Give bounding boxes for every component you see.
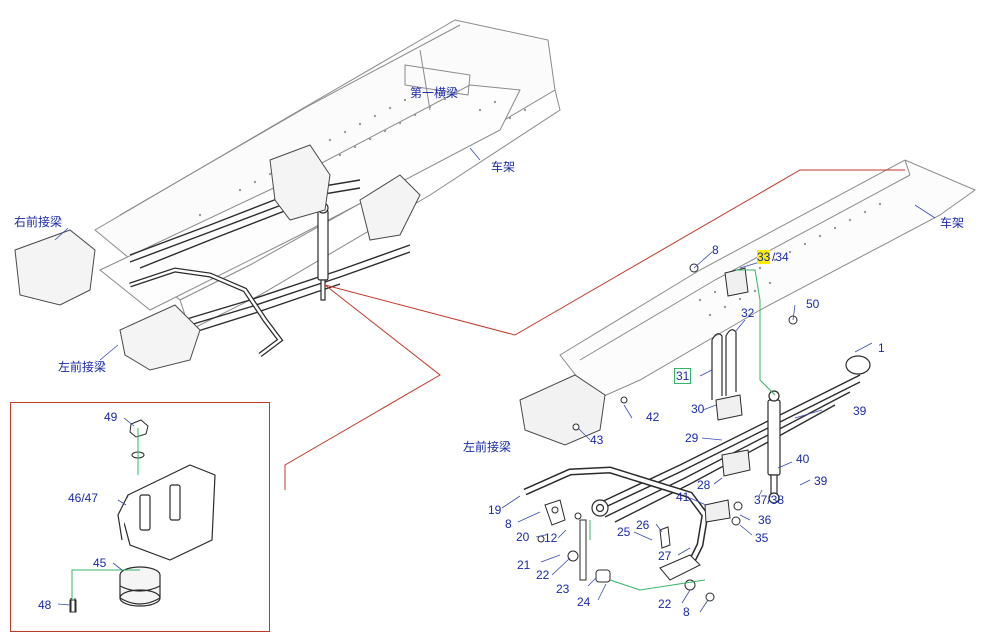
part-number-49: 49 <box>104 410 118 424</box>
blue-leaders <box>54 147 936 613</box>
part-number-39-upper: 39 <box>853 404 867 418</box>
part-number-36: 36 <box>758 513 772 527</box>
part-number-23: 23 <box>556 582 570 596</box>
part-number-43: 43 <box>590 433 604 447</box>
label-right-front-bracket: 右前接梁 <box>14 215 63 229</box>
part-number-35: 35 <box>755 531 769 545</box>
part-number-27: 27 <box>658 549 672 563</box>
label-left-front-bracket-top: 左前接梁 <box>58 360 107 374</box>
part-number-40: 40 <box>796 452 810 466</box>
part-number-39-lower: 39 <box>814 474 828 488</box>
part-number-29: 29 <box>685 431 699 445</box>
part-number-50: 50 <box>806 297 820 311</box>
part-number-37-38: 37/38 <box>754 493 785 507</box>
callout-rubber-bumper <box>119 566 161 607</box>
part-number-26: 26 <box>636 518 650 532</box>
label-first-crossmember: 第一横梁 <box>410 86 459 100</box>
right-front-bracket <box>519 374 606 446</box>
label-frame-top: 车架 <box>491 160 516 174</box>
part-number-20: 20 <box>516 530 530 544</box>
part-number-34: /34 <box>772 250 789 264</box>
right-shock-absorber <box>767 390 781 504</box>
part-number-25: 25 <box>617 525 631 539</box>
part-number-22-left: 22 <box>536 568 550 582</box>
part-number-33-highlighted: 33 <box>757 250 771 264</box>
part-number-1: 1 <box>878 341 885 355</box>
part-number-28: 28 <box>697 478 711 492</box>
callout-bracket <box>117 464 216 561</box>
label-left-front-bracket-right: 左前接梁 <box>463 440 512 454</box>
callout-bolt <box>69 598 77 613</box>
part-number-24: 24 <box>577 595 591 609</box>
part-number-42: 42 <box>646 410 660 424</box>
part-number-19: 19 <box>488 503 502 517</box>
part-number-30: 30 <box>691 402 705 416</box>
right-u-bolt <box>711 329 737 400</box>
part-number-46-47: 46/47 <box>68 491 99 505</box>
top-leaf-springs <box>129 179 411 344</box>
label-frame-right: 车架 <box>940 216 965 230</box>
part-number-8-left: 8 <box>505 517 512 531</box>
red-detail-leaders <box>284 169 905 490</box>
part-number-22-right: 22 <box>658 597 672 611</box>
top-front-brackets <box>14 144 421 371</box>
callout-nut-washer <box>129 419 149 459</box>
part-number-41: 41 <box>676 490 690 504</box>
part-number-8-bottom: 8 <box>683 605 690 619</box>
right-frame-rail <box>559 159 977 401</box>
detail-callout-frame <box>10 402 270 632</box>
part-number-45: 45 <box>93 556 107 570</box>
part-number-31-boxed: 31 <box>674 368 692 384</box>
part-number-12: 12 <box>544 531 558 545</box>
part-number-21: 21 <box>517 558 531 572</box>
part-number-32: 32 <box>741 306 755 320</box>
right-blocks <box>704 267 751 523</box>
green-leaders <box>71 269 776 600</box>
part-number-8: 8 <box>712 243 719 257</box>
part-number-48: 48 <box>38 598 52 612</box>
right-spring-eye-front <box>591 355 871 517</box>
